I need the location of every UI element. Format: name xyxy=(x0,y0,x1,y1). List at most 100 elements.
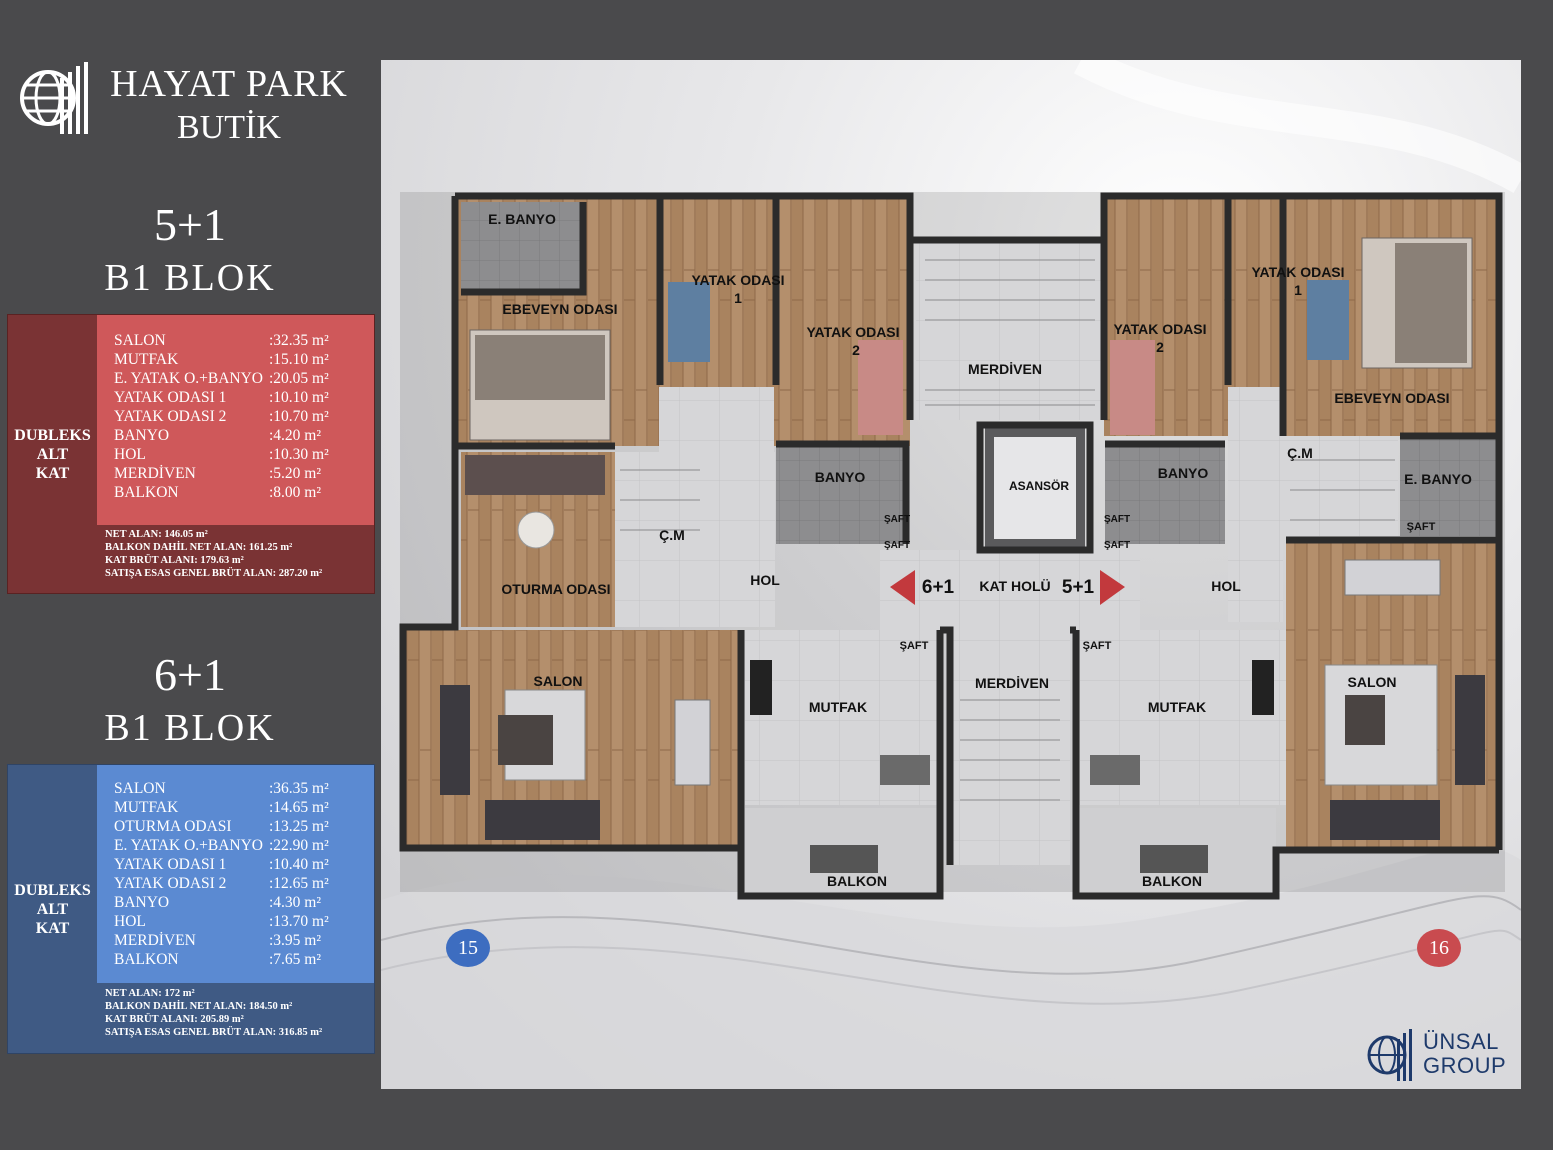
balcony-table-left xyxy=(810,845,878,873)
side-label-line: KAT xyxy=(35,919,70,937)
room-row: HOL:13.70 m² xyxy=(97,912,374,931)
room-name: YATAK ODASI 1 xyxy=(114,389,227,406)
sale-gross-area: SATIŞA ESAS GENEL BRÜT ALAN: 287.20 m² xyxy=(105,568,323,579)
room-area: :3.95 m² xyxy=(269,932,322,949)
room-area: :10.40 m² xyxy=(269,856,329,873)
area-table-6-1: DUBLEKS ALT KAT SALON:36.35 m² MUTFAK:14… xyxy=(7,764,375,1054)
dining-table-left xyxy=(674,699,711,786)
side-label-line: DUBLEKS xyxy=(14,426,91,444)
room-name: SALON xyxy=(114,332,166,349)
sofa-salon-right-2 xyxy=(1330,800,1440,840)
label-banyo-left: BANYO xyxy=(815,469,866,485)
coffee-table-salon-right xyxy=(1345,695,1385,745)
label-saft: ŞAFT xyxy=(1083,640,1112,652)
bed-yatak2-right xyxy=(1110,340,1155,435)
label-kat-holu: KAT HOLÜ xyxy=(979,578,1050,594)
label-balkon-left: BALKON xyxy=(827,873,887,889)
room-row: E. YATAK O.+BANYO :20.05 m² xyxy=(97,369,374,388)
hol-left-area xyxy=(615,452,775,627)
room-name: MUTFAK xyxy=(114,799,179,816)
label-cm-left: Ç.M xyxy=(659,527,685,543)
side-label-line: KAT xyxy=(35,464,70,482)
room-area: :7.65 m² xyxy=(269,951,322,968)
kat-holu-area xyxy=(880,550,1140,630)
label-oturma: OTURMA ODASI xyxy=(501,581,610,597)
room-row: MERDİVEN :5.20 m² xyxy=(97,464,374,483)
label-yatak2-right-num: 2 xyxy=(1156,339,1164,355)
banyo-right-room xyxy=(1105,444,1225,544)
label-asansor: ASANSÖR xyxy=(1009,478,1069,493)
bed-right-blanket xyxy=(1395,243,1467,363)
label-cm-right: Ç.M xyxy=(1287,445,1313,461)
label-balkon-right: BALKON xyxy=(1142,873,1202,889)
room-list: SALON :32.35 m² MUTFAK:15.10 m² E. YATAK … xyxy=(97,315,374,525)
sofa-salon-left-2 xyxy=(485,800,600,840)
label-yatak1-left-num: 1 xyxy=(734,290,742,306)
unit-block: B1 BLOK xyxy=(104,257,276,299)
room-row: YATAK ODASI 1:10.40 m² xyxy=(97,855,374,874)
unit-type: 5+1 xyxy=(154,199,226,250)
room-name: BALKON xyxy=(114,484,179,501)
sofa-oturma xyxy=(465,455,605,495)
room-row: BANYO:4.30 m² xyxy=(97,893,374,912)
room-name: E. YATAK O.+BANYO xyxy=(114,837,264,854)
room-row: YATAK ODASI 2 :12.65 m² xyxy=(97,874,374,893)
room-area: :20.05 m² xyxy=(269,370,329,387)
area-table-5-1: DUBLEKS ALT KAT SALON :32.35 m² MUTFAK:15… xyxy=(7,314,375,594)
net-area: NET ALAN: 146.05 m² xyxy=(105,529,208,540)
sofa-salon-left xyxy=(440,685,470,795)
label-arrow-left: 6+1 xyxy=(922,577,955,598)
room-name: YATAK ODASI 2 xyxy=(114,875,227,892)
room-row: OTURMA ODASI :13.25 m² xyxy=(97,817,374,836)
label-yatak2-right: YATAK ODASI xyxy=(1113,321,1206,337)
room-row: BANYO:4.20 m² xyxy=(97,426,374,445)
room-name: OTURMA ODASI xyxy=(114,818,232,835)
room-area: :13.25 m² xyxy=(269,818,329,835)
room-row: MUTFAK:15.10 m² xyxy=(97,350,374,369)
stove-right xyxy=(1252,660,1274,715)
stairs xyxy=(620,259,1395,801)
room-row: YATAK ODASI 2:10.70 m² xyxy=(97,407,374,426)
side-label-line: ALT xyxy=(36,445,69,463)
unsal-globe-icon xyxy=(1367,1029,1412,1081)
unsal-group-logo: ÜNSAL GROUP xyxy=(1365,1024,1506,1084)
room-area: :10.10 m² xyxy=(269,389,329,406)
room-area: :12.65 m² xyxy=(269,875,329,892)
room-name: BANYO xyxy=(114,894,170,911)
room-area: :10.70 m² xyxy=(269,408,329,425)
room-area: :14.65 m² xyxy=(269,799,329,816)
merdiven-bottom-core xyxy=(950,630,1070,865)
net-area-with-balcony: BALKON DAHİL NET ALAN: 184.50 m² xyxy=(105,1001,293,1012)
label-saft: ŞAFT xyxy=(884,540,910,551)
label-yatak1-left: YATAK ODASI xyxy=(691,272,784,288)
unit-type: 6+1 xyxy=(154,649,226,700)
bed-yatak1-left xyxy=(668,282,710,362)
dining-table-right xyxy=(1344,559,1441,596)
coffee-table-salon-left xyxy=(498,715,553,765)
brand-line-1: HAYAT PARK xyxy=(110,63,348,105)
bed-yatak1-right xyxy=(1307,280,1349,360)
room-name: BALKON xyxy=(114,951,179,968)
label-e-banyo-right: E. BANYO xyxy=(1404,471,1472,487)
room-row: MERDİVEN:3.95 m² xyxy=(97,931,374,950)
kitchen-table-right xyxy=(1090,755,1140,785)
room-area: :32.35 m² xyxy=(269,332,329,349)
room-area: :5.20 m² xyxy=(269,465,322,482)
label-saft: ŞAFT xyxy=(1104,540,1130,551)
banyo-left-room xyxy=(776,444,906,544)
net-area: NET ALAN: 172 m² xyxy=(105,988,195,999)
room-row: YATAK ODASI 1 :10.10 m² xyxy=(97,388,374,407)
room-area: :15.10 m² xyxy=(269,351,329,368)
merdiven-top-core xyxy=(916,240,1106,420)
label-yatak1-right-num: 1 xyxy=(1294,282,1302,298)
arrow-left-icon xyxy=(890,570,915,605)
room-name: HOL xyxy=(114,913,146,930)
coffee-table-oturma xyxy=(517,511,555,549)
label-ebeveyn-left: EBEVEYN ODASI xyxy=(502,301,617,317)
room-name: MERDİVEN xyxy=(114,465,196,482)
room-name: E. YATAK O.+BANYO xyxy=(114,370,264,387)
net-area-with-balcony: BALKON DAHİL NET ALAN: 161.25 m² xyxy=(105,542,293,553)
stove-left xyxy=(750,660,772,715)
page-number-left: 15 xyxy=(446,929,490,967)
